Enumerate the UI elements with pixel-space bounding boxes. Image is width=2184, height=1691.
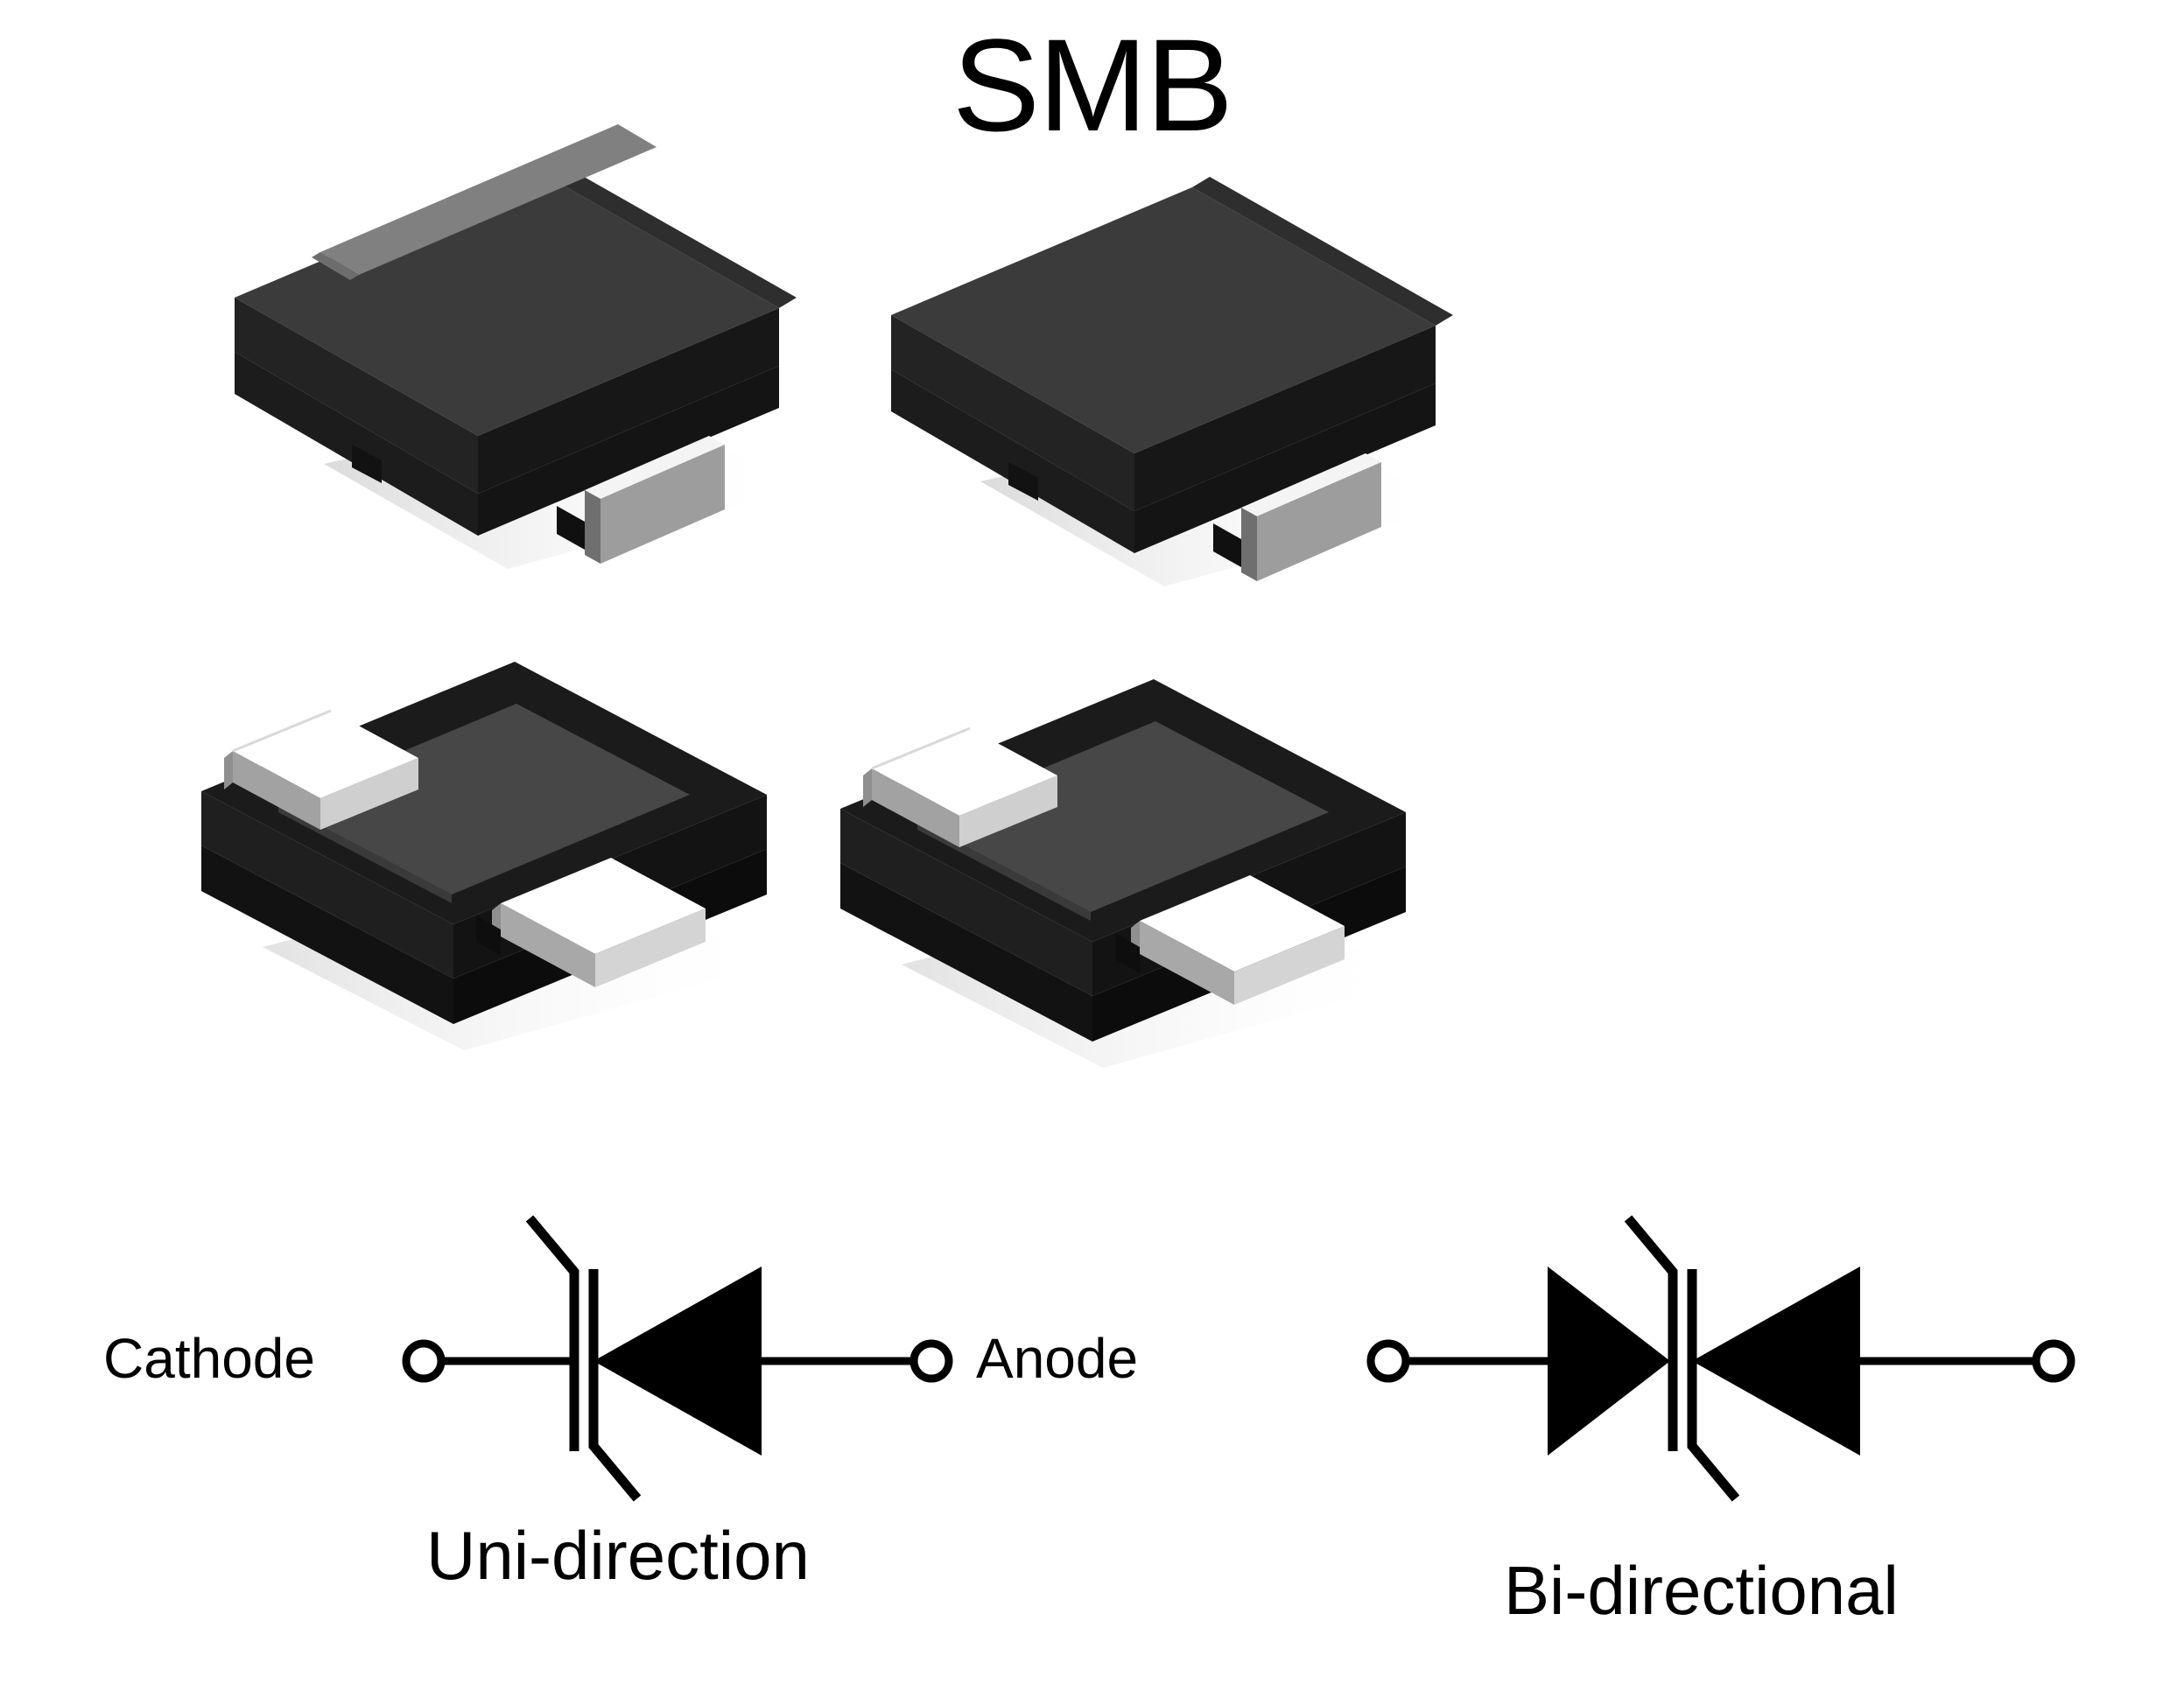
package-skirt (891, 369, 1134, 553)
anode-triangle (593, 1266, 762, 1456)
bidirectional-tvs-diode-symbol (1366, 1215, 2101, 1502)
package-left-face (201, 791, 453, 979)
unidirectional-tvs-diode-symbol (402, 1215, 980, 1502)
underside-recess (278, 704, 690, 895)
package-left-face (891, 315, 1134, 511)
cathode-terminal-circle (402, 1339, 446, 1383)
zener-cathode-bar-right (1687, 1269, 1740, 1502)
package-top-face (235, 170, 779, 436)
unidirectional-caption: Uni-direction (426, 1517, 810, 1594)
smb-package-top-view-bidirectional (875, 177, 1506, 586)
package-left-face (235, 298, 478, 494)
lead-tab-highlight (1241, 453, 1381, 516)
smb-package-bottom-view-unidirectional (175, 662, 840, 1050)
lead-tab-highlight (585, 436, 725, 499)
solder-pad-1 (863, 726, 1057, 847)
cathode-label: Cathode (103, 1327, 315, 1390)
right-anode-triangle (1692, 1266, 1860, 1456)
bidirectional-caption: Bi-directional (1504, 1552, 1899, 1629)
package-right-face (478, 308, 779, 494)
right-terminal-circle (2032, 1339, 2075, 1383)
page-title: SMB (952, 11, 1233, 158)
zener-cathode-bar-left (525, 1215, 579, 1451)
left-terminal-circle (1366, 1339, 1410, 1383)
smb-package-top-view-unidirectional (219, 124, 849, 569)
smb-package-bottom-view-bidirectional (814, 679, 1479, 1068)
package-right-face (1134, 326, 1436, 511)
cathode-stripe (320, 124, 657, 275)
package-skirt (235, 352, 478, 536)
solder-pad-2 (1131, 875, 1345, 1005)
solder-pad-2 (492, 858, 706, 987)
package-left-face (840, 809, 1092, 996)
zener-cathode-bar-left (1624, 1215, 1678, 1451)
zener-cathode-bar-right (588, 1269, 642, 1502)
solder-pad-1 (224, 709, 418, 830)
package-top-face (891, 187, 1436, 453)
underside-recess (917, 721, 1329, 912)
anode-terminal-circle (909, 1339, 953, 1383)
left-anode-triangle (1548, 1266, 1670, 1456)
anode-label: Anode (976, 1327, 1139, 1390)
